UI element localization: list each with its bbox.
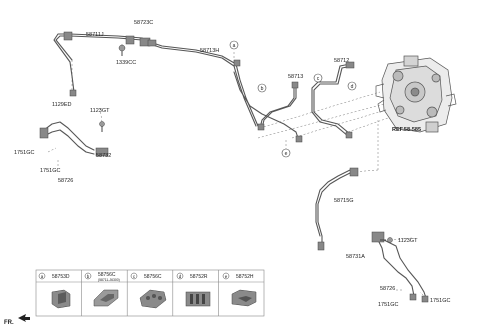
tube-58731A — [377, 239, 415, 297]
tube-58712 — [313, 65, 353, 135]
label-58726-right: 58726 — [380, 286, 395, 292]
label-1129ED: 1129ED — [52, 102, 71, 108]
abs-module-illustration — [375, 55, 457, 133]
label-1751GC-left2: 1751GC — [40, 168, 61, 174]
bolt-1123GT-top — [99, 121, 105, 132]
front-arrow-icon — [18, 314, 30, 322]
svg-text:b: b — [261, 86, 264, 92]
tube-58711J — [53, 33, 259, 127]
svg-text:c: c — [133, 274, 136, 279]
bolt-1339CC — [118, 44, 126, 56]
bolt-1123GT-bottom — [380, 237, 393, 243]
svg-text:e: e — [225, 274, 228, 279]
clip-58752H-icon — [231, 289, 257, 307]
legend-cell-c: c 58756C — [130, 272, 167, 309]
label-1751GC-left: 1751GC — [14, 150, 35, 156]
clip-58756C-b-icon — [93, 289, 119, 307]
label-58712: 58712 — [334, 58, 349, 64]
label-1123GT-bottom: 1123GT — [398, 238, 418, 244]
callout-d: d — [347, 81, 357, 91]
svg-text:c: c — [317, 76, 320, 82]
svg-text:a: a — [41, 274, 44, 279]
front-direction-indicator: FR. — [4, 314, 30, 326]
tube-58715G — [317, 171, 353, 247]
svg-text:b: b — [87, 274, 90, 279]
svg-text:58752H: 58752H — [236, 274, 254, 280]
legend-cell-b: b 58756C (58711-J6300) — [84, 272, 120, 307]
leader-lines — [47, 44, 427, 299]
label-58713: 58713 — [288, 74, 303, 80]
label-58723C: 58723C — [134, 20, 153, 26]
svg-text:(58711-J6300): (58711-J6300) — [98, 278, 120, 282]
label-58732: 58732 — [96, 153, 111, 159]
label-58713H: 58713H — [200, 48, 219, 54]
callout-c: c — [313, 73, 323, 83]
label-1123GT-top: 1123GT — [90, 108, 110, 114]
label-58726-left: 58726 — [58, 178, 73, 184]
legend-cell-d: d 58752R — [176, 272, 211, 307]
legend-cell-e: e 58752H — [222, 272, 257, 307]
callout-a: a — [229, 40, 239, 50]
svg-text:e: e — [285, 151, 288, 157]
label-1339CC: 1339CC — [116, 60, 136, 66]
label-58711J: 58711J — [86, 32, 104, 38]
tube-58713 — [261, 83, 297, 129]
callout-b: b — [257, 83, 267, 93]
tube-58732 — [43, 121, 95, 151]
svg-text:58756C: 58756C — [144, 274, 162, 280]
clip-58753D-icon — [51, 289, 71, 309]
legend-cell-a: a 58753D — [38, 272, 71, 309]
fittings — [39, 31, 429, 303]
svg-text:d: d — [179, 274, 182, 279]
svg-text:58753D: 58753D — [52, 274, 70, 280]
callout-e: e — [281, 148, 291, 158]
svg-text:a: a — [233, 43, 236, 49]
clip-58752R-icon — [185, 291, 211, 307]
label-1751GC-right: 1751GC — [378, 302, 399, 308]
clip-58756C-c-icon — [139, 289, 167, 309]
label-1751GC-right2: 1751GC — [430, 298, 451, 304]
svg-text:58752R: 58752R — [190, 274, 208, 280]
label-58731A: 58731A — [346, 254, 365, 260]
svg-text:d: d — [351, 84, 354, 90]
svg-text:FR.: FR. — [4, 320, 14, 326]
label-ref[interactable]: REF.58-585 — [392, 127, 421, 133]
svg-text:58756C: 58756C — [98, 272, 116, 278]
brake-tubes — [43, 33, 427, 299]
label-58715G: 58715G — [334, 198, 354, 204]
